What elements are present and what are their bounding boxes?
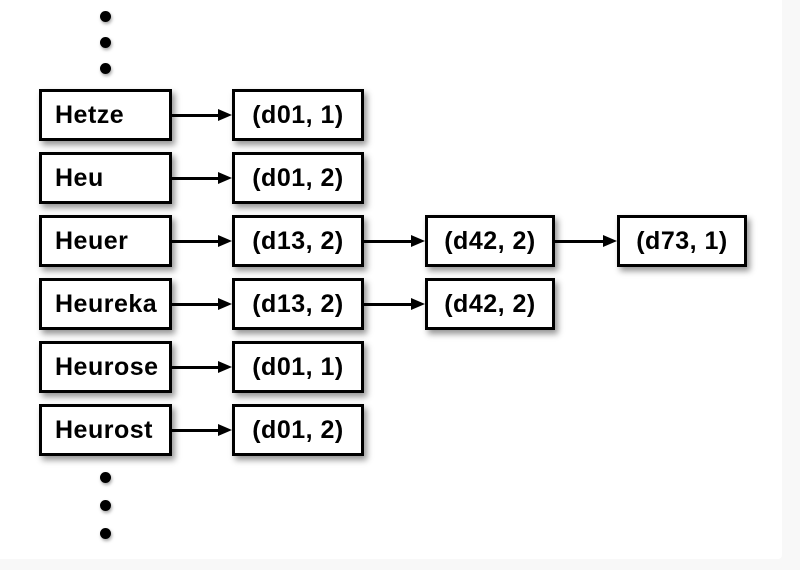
posting-box: (d01, 2) — [232, 152, 364, 204]
posting-box: (d73, 1) — [617, 215, 747, 267]
posting-box: (d42, 2) — [425, 278, 555, 330]
arrow-connector — [172, 172, 232, 184]
ellipsis-dot — [100, 11, 111, 22]
term-box: Heu — [39, 152, 172, 204]
ellipsis-dot — [100, 472, 111, 483]
posting-box: (d13, 2) — [232, 278, 364, 330]
term-box: Heurose — [39, 341, 172, 393]
diagram-canvas: Hetze (d01, 1) Heu (d01, 2) Heuer (d13, … — [39, 11, 747, 539]
arrow-connector — [364, 298, 425, 310]
ellipsis-dot — [100, 37, 111, 48]
ellipsis-dot — [100, 500, 111, 511]
posting-box: (d13, 2) — [232, 215, 364, 267]
ellipsis-dot — [100, 63, 111, 74]
arrow-connector — [172, 424, 232, 436]
arrow-connector — [172, 361, 232, 373]
arrow-connector — [555, 235, 617, 247]
arrow-connector — [172, 235, 232, 247]
posting-box: (d01, 1) — [232, 341, 364, 393]
arrow-connector — [172, 298, 232, 310]
arrow-connector — [364, 235, 425, 247]
term-box: Heurost — [39, 404, 172, 456]
posting-box: (d42, 2) — [425, 215, 555, 267]
term-box: Hetze — [39, 89, 172, 141]
posting-box: (d01, 2) — [232, 404, 364, 456]
ellipsis-dot — [100, 528, 111, 539]
posting-box: (d01, 1) — [232, 89, 364, 141]
term-box: Heuer — [39, 215, 172, 267]
arrow-connector — [172, 109, 232, 121]
term-box: Heureka — [39, 278, 172, 330]
